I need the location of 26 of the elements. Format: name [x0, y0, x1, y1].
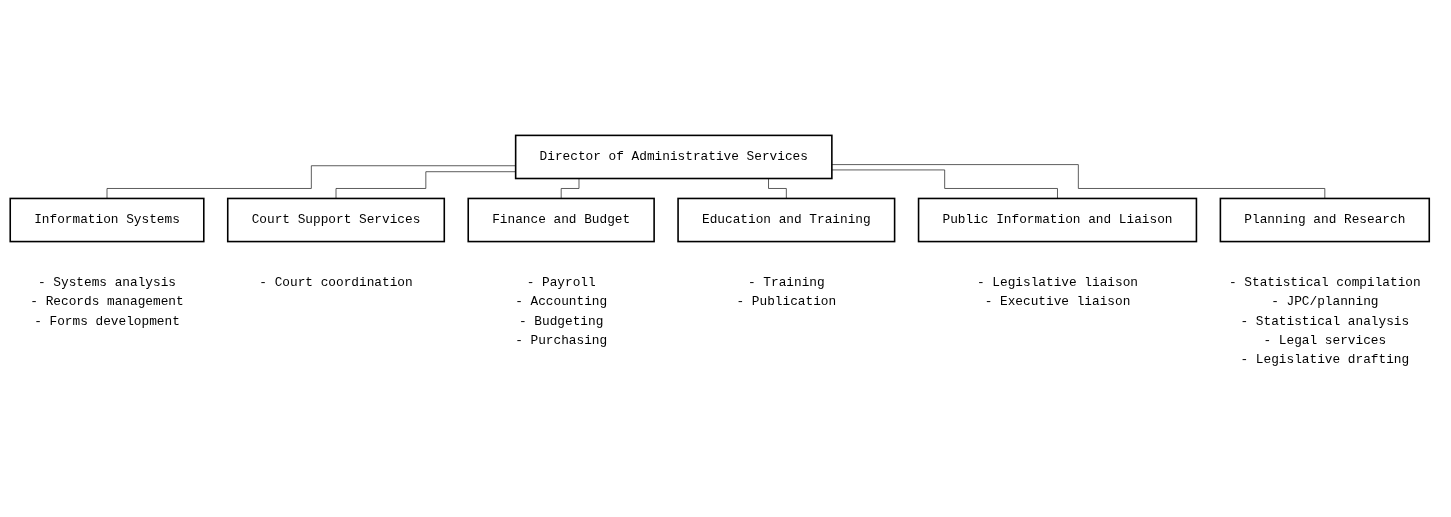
node-label: - Legal services [1263, 333, 1387, 348]
node-box: Public Information and Liaison [917, 197, 1198, 243]
node-label: - Systems analysis [38, 276, 176, 291]
node-label: - Accounting [515, 295, 608, 310]
connector [831, 164, 1326, 199]
node-label: - Legislative liaison [977, 276, 1138, 291]
node-label: - Purchasing [515, 333, 608, 348]
node-label: - Legislative drafting [1240, 352, 1410, 368]
node-label: - JPC/planning [1271, 295, 1379, 310]
node-label: - Records management [30, 295, 184, 310]
node-box: Director of Administrative Services [514, 134, 833, 180]
node-label: - Executive liaison [984, 295, 1131, 310]
node-label: - Publication [736, 295, 837, 310]
node-label: - Training [748, 276, 825, 291]
node-label: - Forms development [34, 314, 180, 329]
node-box: Education and Training [677, 197, 896, 243]
node-label: - Statistical analysis [1240, 314, 1410, 329]
node-box: Information Systems [9, 197, 205, 243]
node-label: - Payroll [526, 276, 596, 291]
node-box: Finance and Budget [467, 197, 655, 243]
node-label: - Budgeting [519, 314, 604, 329]
node-label: - Statistical compilation [1229, 276, 1421, 291]
node-box: Court Support Services [226, 197, 446, 243]
node-label: - Court coordination [259, 276, 413, 291]
connector [831, 169, 1058, 199]
node-box: Planning and Research [1219, 197, 1431, 243]
